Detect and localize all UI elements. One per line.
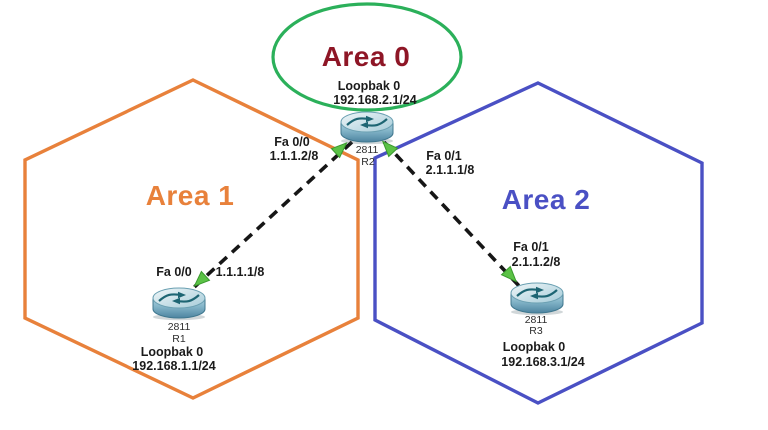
link-status-triangle-icon	[330, 141, 348, 159]
r2-fa00-ip-label: 1.1.1.2/8	[269, 149, 319, 163]
r3-loopback-label: Loopbak 0	[502, 340, 566, 354]
r1-fa00-ip-label: 1.1.1.1/8	[215, 265, 265, 279]
area1-boundary-hexagon	[23, 78, 360, 400]
r2-loopback-ip: 192.168.2.1/24	[333, 93, 417, 107]
link-status-triangle-icon	[193, 270, 211, 288]
r1-model-label: 2811	[167, 321, 191, 333]
r2-fa01-interface-label: Fa 0/1	[426, 149, 462, 163]
link-r1-r2	[188, 140, 354, 293]
r1-loopback-label: Loopbak 0	[140, 345, 204, 359]
router-r3-icon[interactable]	[509, 281, 565, 317]
router-r1-icon[interactable]	[151, 286, 207, 322]
area0-title: Area 0	[321, 41, 411, 72]
r3-loopback-ip: 192.168.3.1/24	[501, 355, 585, 369]
area0-boundary-ellipse	[271, 2, 463, 112]
area2-title: Area 2	[501, 184, 591, 215]
r2-loopback-label: Loopbak 0	[337, 79, 401, 93]
r1-name-label: R1	[172, 333, 186, 345]
link-status-triangle-icon	[381, 140, 399, 158]
r1-fa00-interface-label: Fa 0/0	[156, 265, 192, 279]
r2-name-label: R2	[361, 156, 375, 168]
router-r2-icon[interactable]	[339, 110, 395, 146]
r3-fa01-interface-label: Fa 0/1	[513, 240, 549, 254]
r2-fa01-ip-label: 2.1.1.1/8	[425, 163, 475, 177]
area2-boundary-hexagon	[373, 81, 704, 405]
area1-title: Area 1	[145, 180, 235, 211]
r2-fa00-interface-label: Fa 0/0	[274, 135, 310, 149]
r1-loopback-ip: 192.168.1.1/24	[132, 359, 216, 373]
r2-model-label: 2811	[355, 144, 379, 156]
r3-name-label: R3	[529, 325, 543, 337]
r3-fa01-ip-label: 2.1.1.2/8	[511, 255, 561, 269]
r3-model-label: 2811	[524, 314, 548, 326]
link-status-triangle-icon	[500, 265, 518, 283]
